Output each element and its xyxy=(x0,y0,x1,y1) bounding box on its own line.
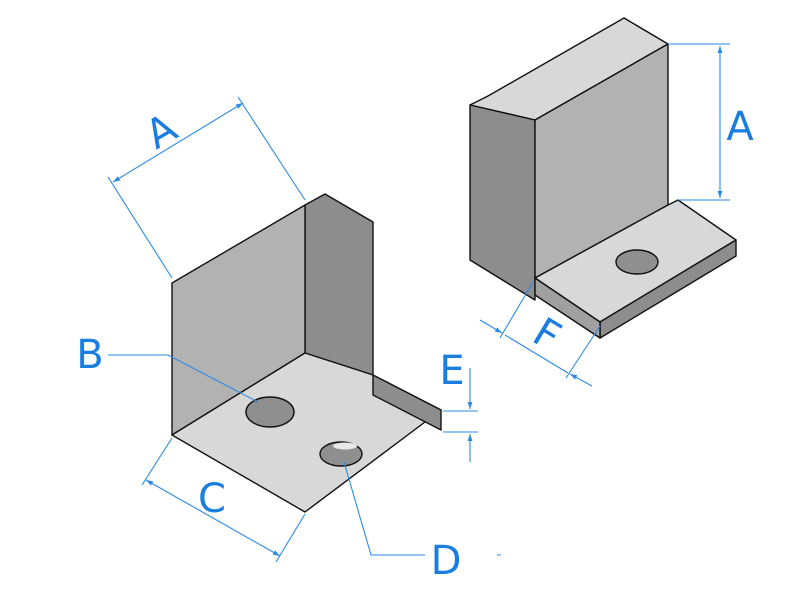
label-e: E xyxy=(439,348,464,394)
left-base-end-face xyxy=(372,374,442,431)
left-plate-side-face xyxy=(304,193,374,376)
label-f: F xyxy=(525,309,568,360)
right-bracket xyxy=(469,17,737,339)
label-a-right: A xyxy=(726,104,754,150)
label-d: D xyxy=(431,538,462,584)
leader-d: D xyxy=(343,461,462,584)
right-plate-side-face xyxy=(469,104,536,301)
hole-lower-glint xyxy=(333,442,357,450)
dimension-a-right: A xyxy=(668,43,754,201)
label-c: C xyxy=(198,476,226,522)
dimension-c: C xyxy=(141,437,306,563)
hole-upper xyxy=(245,396,295,428)
left-bracket xyxy=(171,193,442,513)
label-a-left: A xyxy=(138,105,185,159)
label-b: B xyxy=(76,332,103,378)
hole-right xyxy=(615,249,659,275)
dimension-e: E xyxy=(439,348,478,462)
leader-b: B xyxy=(76,332,259,403)
right-base-left-edge xyxy=(534,277,601,339)
